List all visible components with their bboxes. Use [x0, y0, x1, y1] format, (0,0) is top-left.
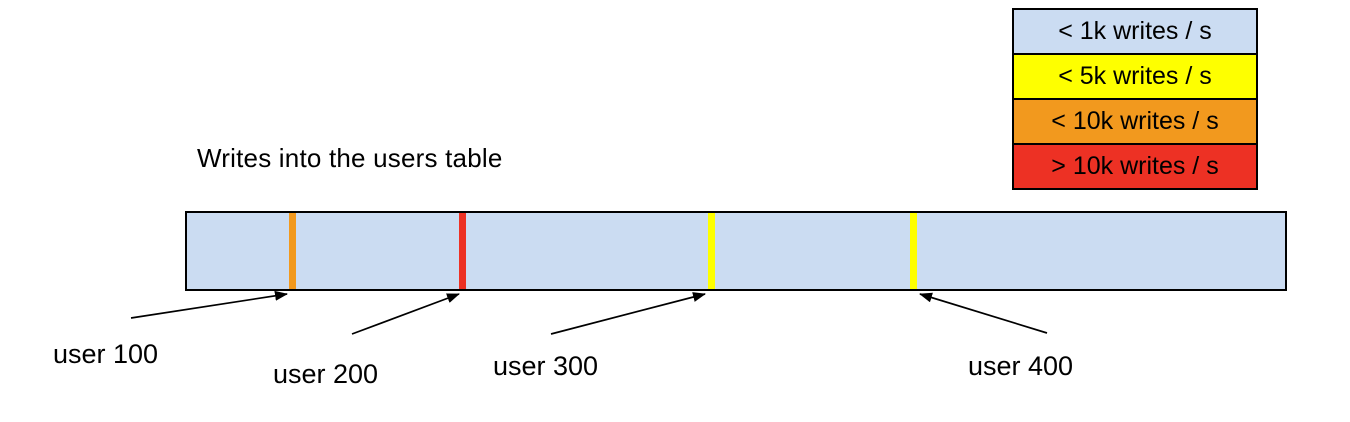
user-label-1: user 100	[53, 339, 159, 369]
legend-item-4: > 10k writes / s	[1012, 143, 1258, 190]
diagram-title: Writes into the users table	[197, 143, 503, 173]
callout-arrow-4	[919, 292, 1048, 334]
callout-arrow-2	[351, 293, 460, 335]
legend-item-label: < 5k writes / s	[1058, 62, 1212, 90]
hot-user-stripe-1	[288, 213, 296, 289]
hot-user-stripe-2	[458, 213, 466, 289]
user-label-4: user 400	[968, 351, 1074, 381]
legend-item-2: < 5k writes / s	[1012, 53, 1258, 100]
legend-item-label: < 10k writes / s	[1051, 107, 1219, 135]
write-rate-legend: < 1k writes / s < 5k writes / s < 10k writ…	[1012, 8, 1258, 190]
legend-item-label: > 10k writes / s	[1051, 152, 1219, 180]
callout-arrow-3	[550, 292, 706, 335]
legend-item-1: < 1k writes / s	[1012, 8, 1258, 55]
user-label-3: user 300	[493, 351, 599, 381]
legend-item-label: < 1k writes / s	[1058, 17, 1212, 45]
user-label-2: user 200	[273, 359, 379, 389]
callout-arrow-1	[130, 290, 288, 319]
hot-user-stripe-3	[707, 213, 715, 289]
legend-item-3: < 10k writes / s	[1012, 98, 1258, 145]
hot-user-stripe-4	[909, 213, 917, 289]
users-table-bar	[185, 211, 1287, 291]
